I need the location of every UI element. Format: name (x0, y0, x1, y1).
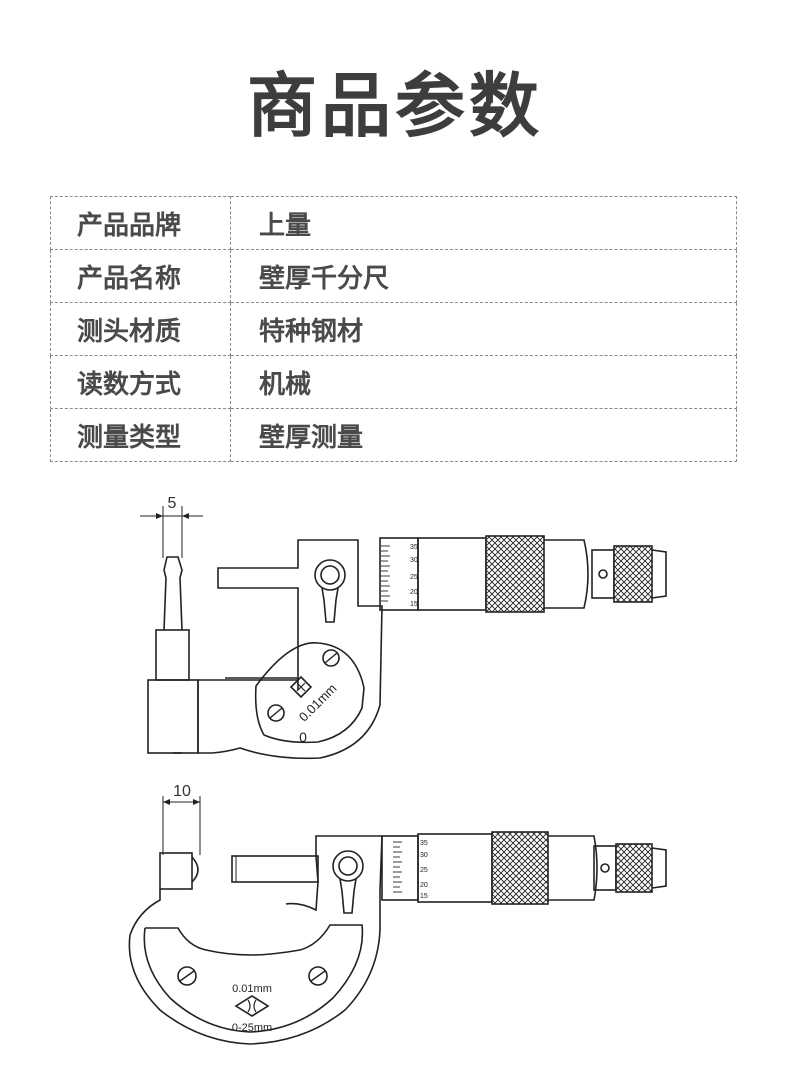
spec-label: 测量类型 (50, 408, 231, 462)
spec-row: 产品品牌 上量 (50, 196, 737, 250)
spec-label: 测头材质 (50, 302, 231, 356)
spec-value: 壁厚测量 (230, 408, 737, 462)
scale-number: 15 (410, 601, 418, 608)
scale-number: 30 (410, 557, 418, 564)
range-label: 0-25mm (232, 1022, 272, 1034)
spec-row: 读数方式 机械 (50, 355, 737, 409)
spec-table: 产品品牌 上量 产品名称 壁厚千分尺 测头材质 特种钢材 读数方式 机械 测量类… (50, 196, 737, 462)
spec-value: 特种钢材 (230, 302, 737, 356)
scale-number: 25 (410, 574, 418, 581)
micrometer-drawings: 5 35 30 25 20 15 0.01mm 0 (128, 495, 667, 1045)
scale-number: 35 (410, 544, 418, 551)
spec-value: 壁厚千分尺 (230, 249, 737, 303)
scale-number: 30 (420, 852, 428, 859)
micrometer-top (140, 506, 667, 760)
spec-row: 测头材质 特种钢材 (50, 302, 737, 356)
spec-label: 产品品牌 (50, 196, 231, 250)
scale-number: 25 (420, 867, 428, 874)
spec-row: 测量类型 壁厚测量 (50, 408, 737, 462)
dimension-label: 10 (173, 783, 191, 800)
spec-label: 产品名称 (50, 249, 231, 303)
page-title: 商品参数 (247, 65, 543, 147)
spec-label: 读数方式 (50, 355, 231, 409)
resolution-label: 0.01mm (296, 681, 340, 725)
scale-number: 15 (420, 893, 428, 900)
scale-number: 20 (410, 589, 418, 596)
micrometer-top-ticks (381, 545, 390, 602)
micrometer-bottom-ticks (393, 841, 402, 893)
zero-label: 0 (299, 729, 307, 745)
micrometer-bottom (128, 796, 667, 1045)
resolution-label: 0.01mm (232, 983, 272, 995)
spec-value: 上量 (230, 196, 737, 250)
scale-number: 20 (420, 882, 428, 889)
spec-value: 机械 (230, 355, 737, 409)
scale-number: 35 (420, 840, 428, 847)
spec-row: 产品名称 壁厚千分尺 (50, 249, 737, 303)
dimension-label: 5 (168, 495, 177, 512)
